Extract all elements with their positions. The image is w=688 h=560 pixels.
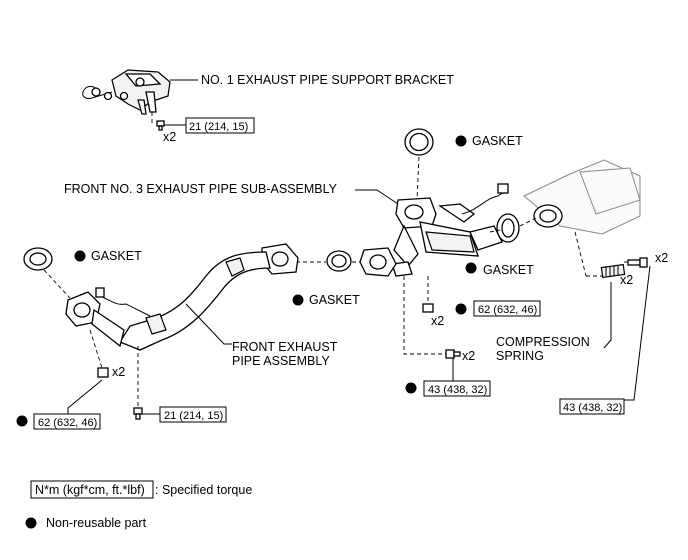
legend-torque-desc: : Specified torque	[155, 483, 252, 497]
center-nut-icon	[422, 303, 434, 313]
compression-label-2: SPRING	[496, 349, 544, 363]
front-exhaust-pipe-drawing	[65, 243, 299, 351]
front-no3-label: FRONT NO. 3 EXHAUST PIPE SUB-ASSEMBLY	[64, 182, 338, 196]
bracket-bolt-icon	[156, 120, 165, 131]
front-exhaust-label-1: FRONT EXHAUST	[232, 340, 338, 354]
front-exhaust-leader	[185, 303, 232, 345]
gasket-left-drawing	[23, 247, 53, 271]
torque-box-right	[559, 398, 625, 415]
torque-lower-bolt: 21 (214, 15)	[164, 410, 223, 422]
gasket-top-drawing	[404, 128, 434, 156]
torque-box-center-nut	[473, 300, 541, 317]
center-bolt-icon	[445, 349, 461, 359]
left-nut-leader	[67, 379, 103, 415]
gasket-mid-drawing	[326, 250, 352, 272]
torque-left-nut: 62 (632, 46)	[38, 417, 97, 429]
gasket-top-label: GASKET	[472, 134, 523, 148]
legend: N*m (kgf*cm, ft.*lbf) : Specified torque…	[25, 480, 252, 530]
qty-right-bolt: x2	[655, 251, 668, 265]
legend-torque-box	[30, 480, 154, 499]
nonreusable-dot-center-bolt	[405, 382, 417, 394]
torque-center-nut: 62 (632, 46)	[478, 304, 537, 316]
gasket-mid-right-drawing	[496, 213, 520, 243]
nonreusable-dot-gasket-left	[74, 250, 86, 262]
left-nut-icon	[97, 367, 109, 378]
qty-center-nut: x2	[431, 314, 444, 328]
torque-box-center-bolt	[423, 380, 491, 397]
lower-bolt-icon	[133, 407, 143, 420]
qty-left-nut: x2	[112, 365, 125, 379]
nonreusable-dot-gasket-right	[465, 262, 477, 274]
rear-pipe-drawing	[523, 159, 641, 235]
nonreusable-dot-left-nut	[16, 415, 28, 427]
nonreusable-dot-center-nut	[455, 303, 467, 315]
gasket-left-label: GASKET	[91, 249, 142, 263]
torque-right-bolt: 43 (438, 32)	[563, 402, 622, 414]
gasket-mid-label: GASKET	[309, 293, 360, 307]
legend-nonreusable-dot	[25, 517, 37, 529]
torque-bracket-bolt: 21 (214, 15)	[189, 121, 248, 133]
nonreusable-dot-gasket-mid	[292, 294, 304, 306]
nonreusable-dot-gasket-top	[455, 135, 467, 147]
front-no3-leader	[355, 189, 399, 205]
spring-leader	[603, 282, 612, 349]
center-bolt-dashline	[403, 276, 446, 355]
qty-spring: x2	[620, 273, 633, 287]
compression-spring-drawing	[600, 263, 626, 279]
qty-bracket: x2	[163, 130, 176, 144]
sub-assembly-flange-drawing	[359, 247, 397, 277]
compression-label-1: COMPRESSION	[496, 335, 590, 349]
right-bolt-icon	[627, 257, 648, 268]
torque-box-left-nut	[33, 413, 101, 430]
legend-torque-unit: N*m (kgf*cm, ft.*lbf)	[35, 483, 145, 497]
torque-center-bolt: 43 (438, 32)	[428, 384, 487, 396]
legend-nonreusable-text: Non-reusable part	[46, 516, 147, 530]
front-no3-pipe-drawing	[391, 183, 509, 277]
torque-box-lower-bolt	[159, 406, 227, 423]
front-exhaust-label-2: PIPE ASSEMBLY	[232, 354, 330, 368]
qty-center-bolt: x2	[462, 349, 475, 363]
torque-box-bracket	[185, 117, 255, 134]
bracket-label: NO. 1 EXHAUST PIPE SUPPORT BRACKET	[201, 73, 454, 87]
right-bolt-leader	[624, 265, 651, 401]
gasket-right-label: GASKET	[483, 263, 534, 277]
support-bracket-drawing	[82, 69, 171, 115]
